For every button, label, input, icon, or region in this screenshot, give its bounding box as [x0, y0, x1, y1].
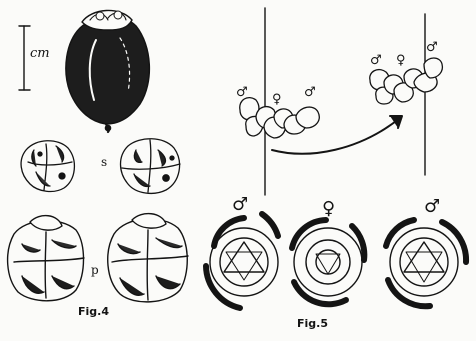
female-symbol-left: ♀: [272, 93, 282, 106]
male-symbol-bottom-1: ♂: [232, 196, 248, 214]
figure-4-caption: Fig.4: [78, 306, 109, 317]
seed-cluster-s-left: [21, 141, 74, 192]
seed-cluster-p-right: [108, 214, 188, 302]
female-symbol-right: ♀: [396, 54, 406, 67]
figure-5-caption: Fig.5: [297, 318, 328, 329]
seed-cluster-p-left: [8, 216, 84, 301]
label-s: s: [101, 156, 107, 168]
floral-diagram-middle: [292, 220, 364, 304]
male-symbol-bottom-2: ♂: [424, 198, 440, 216]
seed: [66, 10, 149, 132]
scale-bar: [19, 26, 30, 90]
label-p: p: [91, 264, 99, 276]
male-symbol-left-2: ♂: [304, 86, 316, 99]
male-symbol-left-1: ♂: [236, 86, 248, 99]
floral-diagram-right: [386, 220, 466, 306]
seed-cluster-s-right: [121, 139, 181, 194]
floral-diagram-left: [206, 214, 278, 308]
female-symbol-bottom: ♀: [322, 200, 335, 218]
scale-label: cm: [30, 47, 50, 60]
male-symbol-right-2: ♂: [426, 41, 438, 54]
male-symbol-right-1: ♂: [370, 54, 382, 67]
